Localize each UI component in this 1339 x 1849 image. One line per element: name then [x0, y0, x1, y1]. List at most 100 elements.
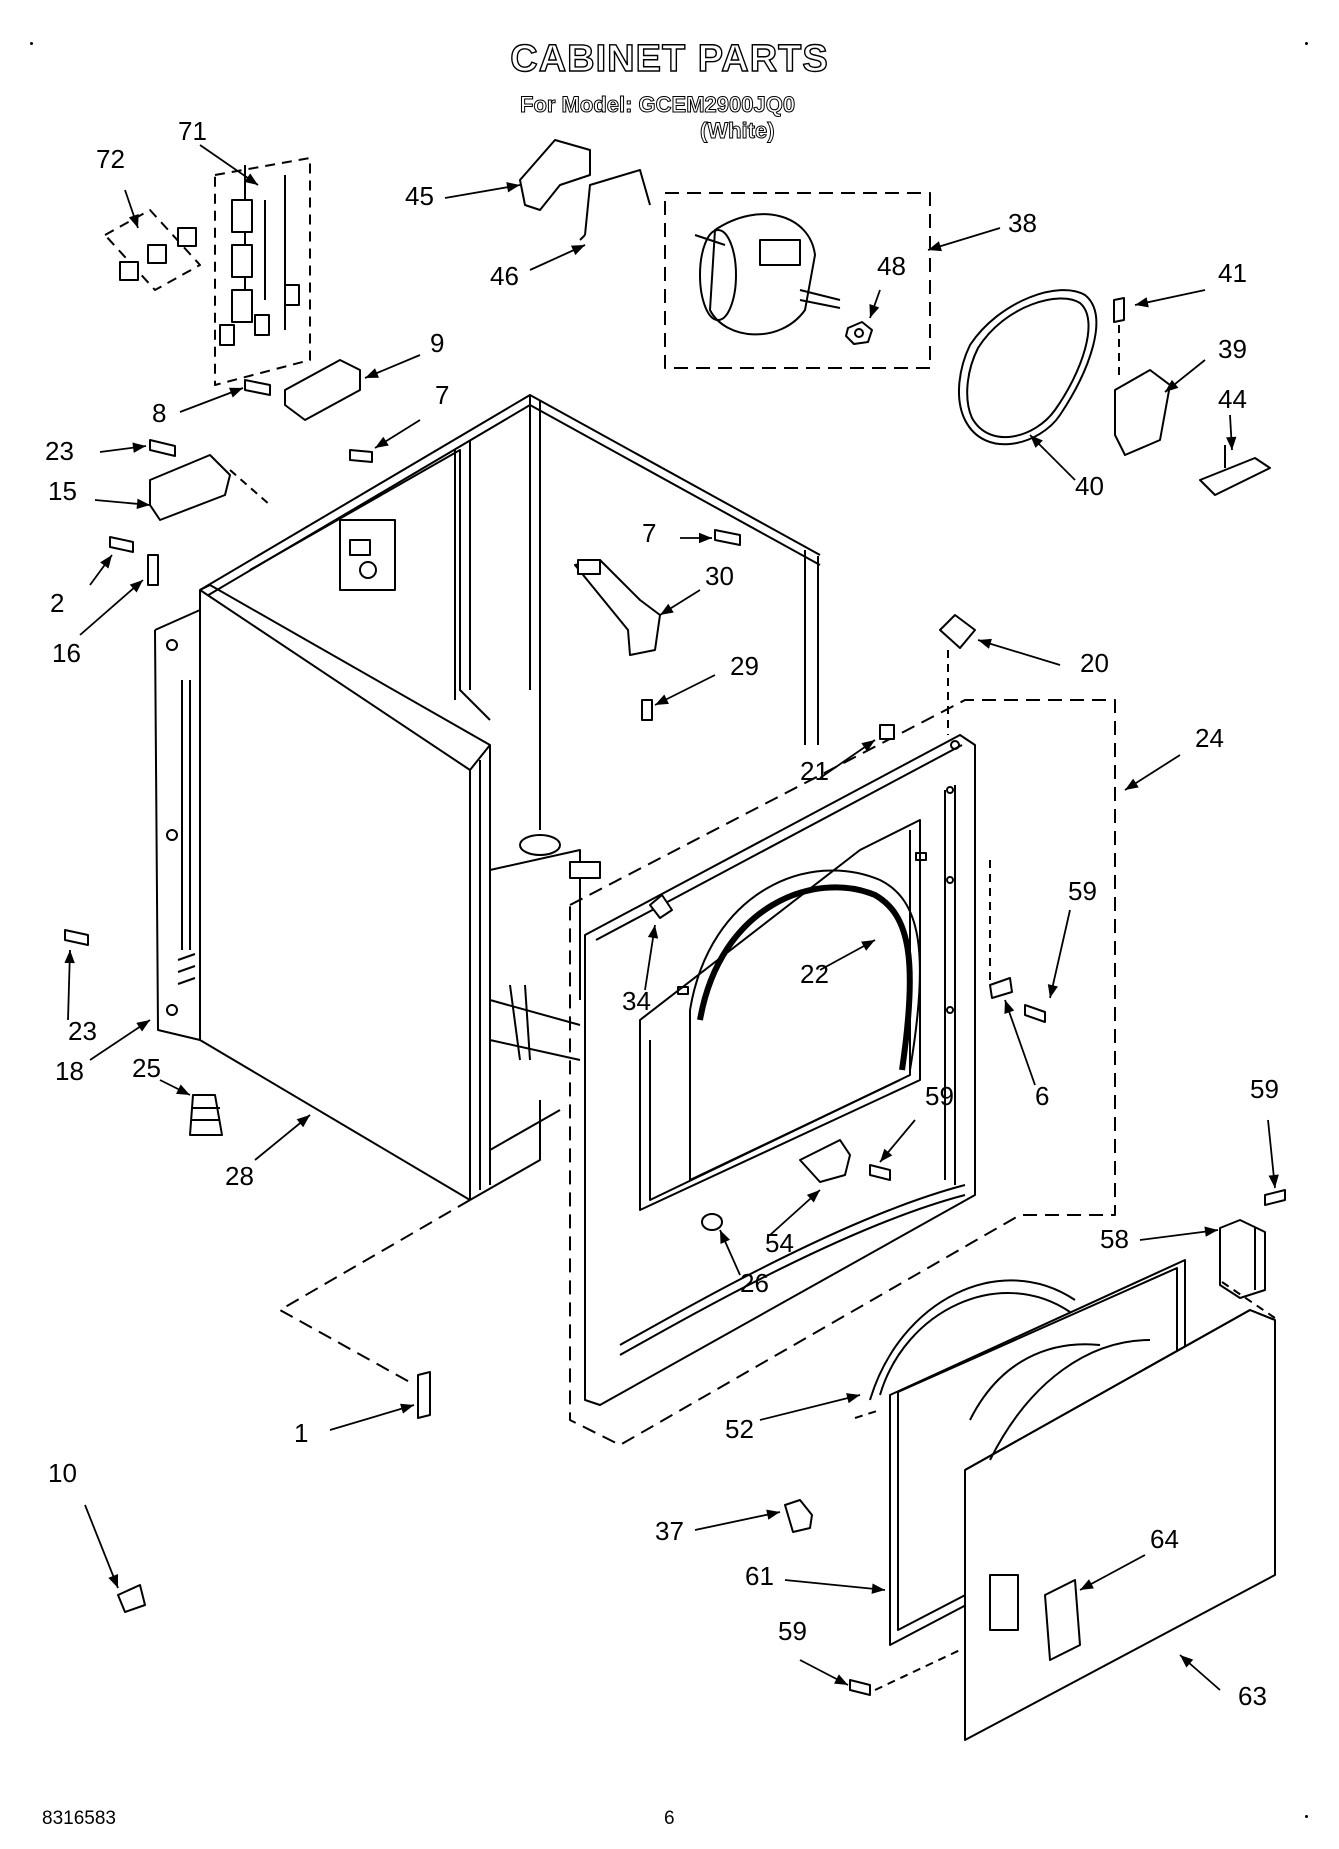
callout-number: 72	[96, 144, 125, 174]
callout-number: 64	[1150, 1524, 1179, 1554]
callout-arrowhead-48	[869, 304, 880, 318]
callout-number: 41	[1218, 258, 1247, 288]
doc-number: 8316583	[42, 1808, 116, 1829]
callout-arrowhead-2	[100, 555, 112, 569]
callout-number: 52	[725, 1414, 754, 1444]
wire-clip	[147, 554, 159, 586]
callout-arrowhead-59	[880, 1148, 893, 1162]
callout-number: 44	[1218, 384, 1247, 414]
bracket-screw	[149, 439, 176, 457]
callout-arrowhead-23	[64, 950, 75, 964]
callout-number: 58	[1100, 1224, 1129, 1254]
callout-arrowhead-41	[1135, 297, 1149, 308]
door-screw	[849, 1679, 871, 1696]
corner-mark	[30, 42, 33, 45]
bracket-screw	[64, 929, 89, 946]
callout-leader-6	[1004, 999, 1036, 1086]
panel-clip	[879, 724, 895, 740]
corner-mark	[1305, 1815, 1308, 1818]
callout-arrowhead-64	[1080, 1579, 1094, 1590]
callout-arrowhead-23	[132, 442, 146, 453]
callout-number: 10	[48, 1458, 77, 1488]
callout-arrowhead-28	[296, 1115, 310, 1128]
door-bumper	[701, 1213, 723, 1231]
leveling-leg	[189, 1094, 223, 1136]
callout-arrowhead-59	[1047, 984, 1058, 998]
callout-arrowhead-7	[698, 532, 712, 544]
callout-number: 16	[52, 638, 81, 668]
callout-number: 63	[1238, 1681, 1267, 1711]
callout-number: 59	[925, 1081, 954, 1111]
model-line: For Model: GCEM2900JQ0	[519, 92, 796, 118]
foot-reference-line	[279, 1199, 471, 1386]
callout-arrowhead-52	[846, 1393, 860, 1404]
callout-number: 9	[430, 328, 444, 358]
callout-arrowhead-16	[129, 580, 143, 593]
callout-arrowhead-26	[720, 1230, 731, 1244]
callout-arrowhead-45	[506, 182, 520, 193]
wire-harness-group-outline	[214, 157, 311, 386]
callout-arrowhead-7	[375, 436, 389, 448]
door-strike-bracket	[989, 977, 1013, 999]
callout-number: 22	[800, 959, 829, 989]
callout-leader-16	[79, 579, 144, 636]
door-switch	[284, 359, 361, 421]
callout-leader-52	[759, 1394, 861, 1421]
callout-number: 71	[178, 116, 207, 146]
callout-number: 26	[740, 1268, 769, 1298]
callout-number: 48	[877, 251, 906, 281]
callout-arrowhead-72	[128, 214, 139, 228]
callout-number: 18	[55, 1056, 84, 1086]
callout-leader-58	[1139, 1229, 1219, 1241]
wire-bracket	[149, 454, 231, 521]
callout-arrowhead-1	[400, 1403, 414, 1414]
callout-number: 1	[294, 1418, 308, 1448]
page-number: 6	[664, 1808, 675, 1829]
callout-number: 30	[705, 561, 734, 591]
idler-screw	[1113, 297, 1125, 323]
callout-arrowhead-18	[136, 1020, 150, 1032]
cord-clip	[117, 1584, 146, 1613]
callout-arrowhead-63	[1180, 1655, 1194, 1668]
wire-harness	[219, 165, 300, 346]
callout-number: 39	[1218, 334, 1247, 364]
callout-arrowhead-8	[229, 387, 243, 398]
callout-number: 2	[50, 588, 64, 618]
catch-screw	[869, 1164, 891, 1181]
corner-mark	[1305, 42, 1308, 45]
door-glide	[939, 614, 976, 649]
callout-number: 20	[1080, 648, 1109, 678]
page-title: CABINET PARTS	[510, 37, 829, 80]
callout-number: 59	[778, 1616, 807, 1646]
callout-number: 54	[765, 1228, 794, 1258]
callout-number: 38	[1008, 208, 1037, 238]
callout-number: 8	[152, 398, 166, 428]
callout-number: 23	[45, 436, 74, 466]
door-reference-line	[854, 1409, 881, 1419]
callout-arrowhead-10	[108, 1574, 119, 1588]
callout-arrowhead-30	[660, 603, 674, 615]
callout-number: 7	[642, 518, 656, 548]
callout-number: 21	[800, 756, 829, 786]
callout-number: 24	[1195, 723, 1224, 753]
front-panel-group-outline	[569, 699, 1116, 1446]
thermostat-screw	[641, 699, 653, 721]
hinge-reference-line	[1221, 1281, 1276, 1319]
idler-pulley	[1199, 457, 1271, 496]
callout-arrowhead-37	[766, 1509, 780, 1520]
hinge-screw	[1264, 1189, 1286, 1206]
callout-arrowhead-34	[647, 925, 659, 939]
callout-arrowhead-15	[136, 498, 150, 509]
callout-arrowhead-29	[655, 694, 669, 705]
callout-arrowhead-20	[978, 638, 992, 649]
terminal-block	[119, 227, 197, 281]
callout-number: 34	[622, 986, 651, 1016]
callout-number: 29	[730, 651, 759, 681]
callout-arrowhead-25	[176, 1084, 190, 1095]
drum-lamp	[649, 894, 673, 919]
callout-leader-20	[977, 639, 1061, 666]
door-catch	[799, 1139, 851, 1183]
cabinet-screw	[714, 529, 741, 546]
callout-arrowhead-54	[806, 1190, 820, 1203]
